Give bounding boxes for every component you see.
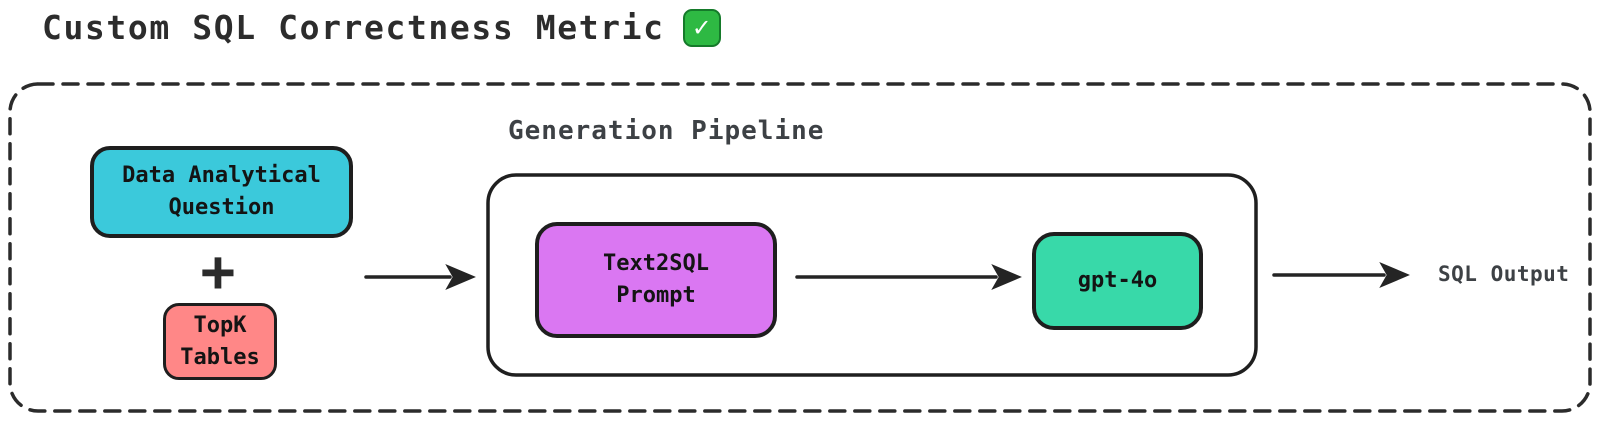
node-topk-tables: TopK Tables (163, 303, 277, 380)
arrow-pipeline-to-output (1272, 261, 1410, 289)
node-gpt-4o: gpt-4o (1032, 232, 1203, 330)
node-data-analytical-question: Data Analytical Question (90, 146, 353, 238)
generation-pipeline-label: Generation Pipeline (508, 116, 825, 146)
node-text2sql-prompt: Text2SQL Prompt (535, 222, 777, 338)
sql-output-label: SQL Output (1438, 262, 1570, 286)
page-title-text: Custom SQL Correctness Metric (42, 8, 665, 47)
arrow-input-to-pipeline (364, 263, 476, 291)
page-title: Custom SQL Correctness Metric ✓ (42, 8, 721, 47)
arrow-prompt-to-model (795, 263, 1022, 291)
check-mark-icon: ✓ (682, 8, 721, 47)
plus-operator: + (200, 237, 236, 305)
